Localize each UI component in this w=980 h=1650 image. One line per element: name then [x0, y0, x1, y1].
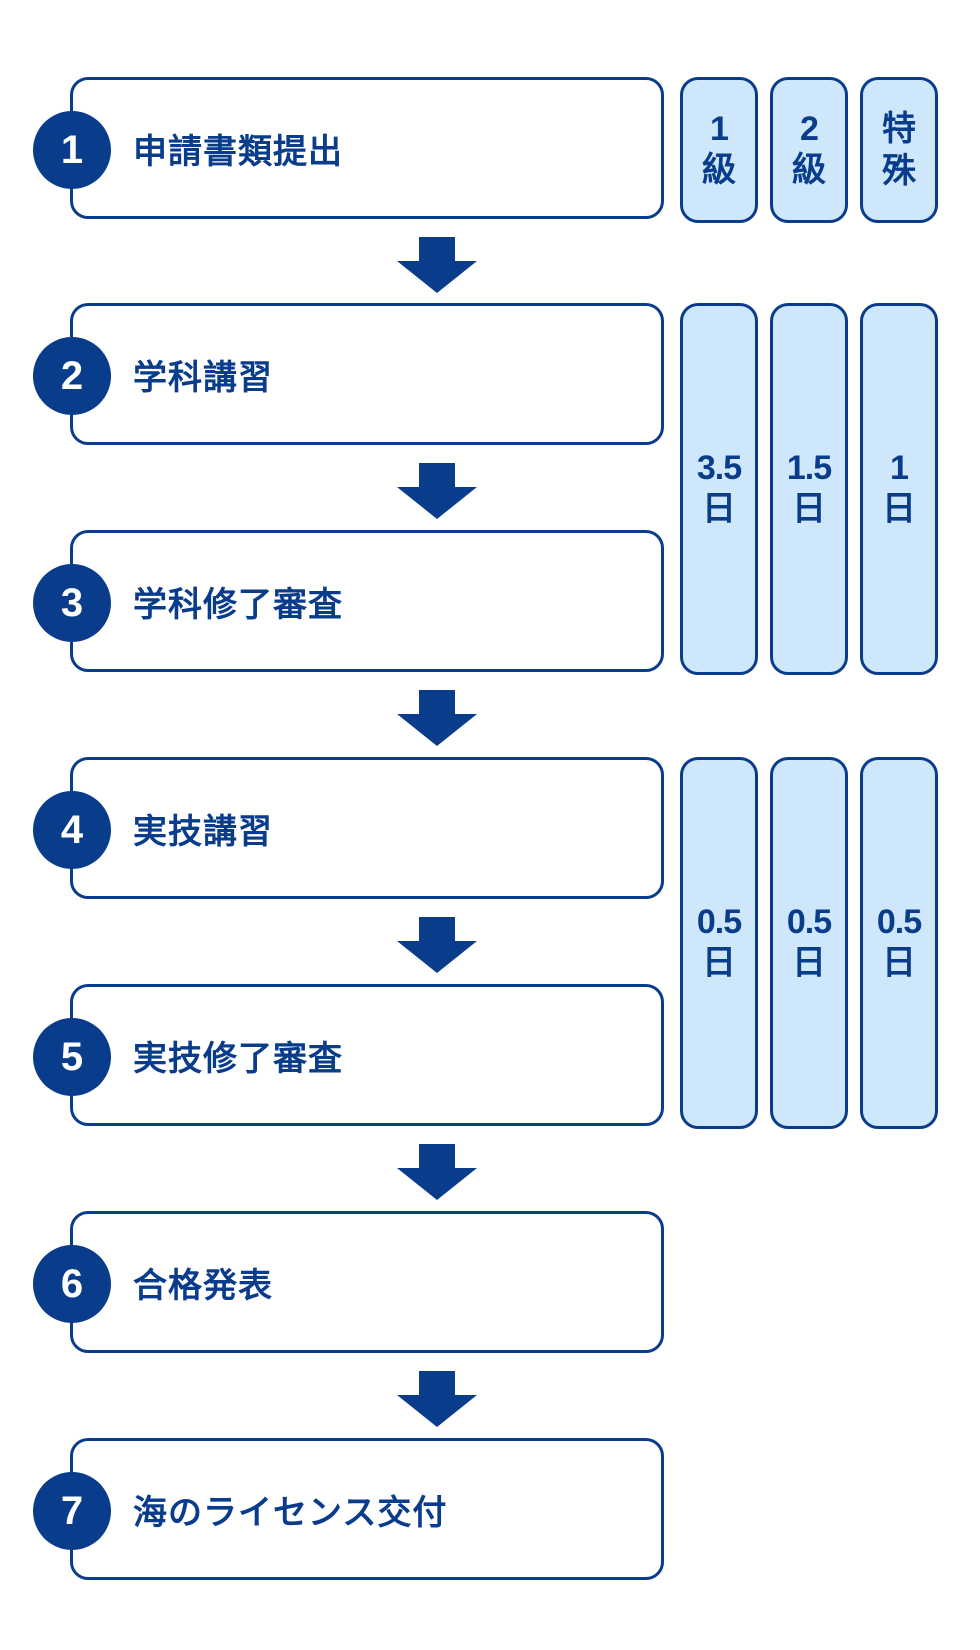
- license-class-special: 特 殊: [860, 77, 938, 223]
- step-box-5: 実技修了審査: [70, 984, 664, 1126]
- practical-days-class-2: 0.5 日: [770, 757, 848, 1129]
- academic-days-class-1: 3.5 日: [680, 303, 758, 675]
- license-class-2-top: 2: [800, 110, 819, 148]
- flow-arrow-6: [397, 1371, 477, 1427]
- academic-days-special-unit: 日: [882, 489, 916, 529]
- step-label-7: 海のライセンス交付: [133, 1492, 448, 1533]
- license-class-1: 1 級: [680, 77, 758, 223]
- flow-arrow-4: [397, 917, 477, 973]
- practical-days-class-1-value: 0.5: [696, 903, 742, 941]
- practical-days-special-unit: 日: [882, 943, 916, 983]
- step-label-1: 申請書類提出: [133, 131, 343, 172]
- practical-days-class-1-unit: 日: [702, 943, 736, 983]
- license-class-1-bottom: 級: [702, 150, 736, 190]
- step-number-1: 1: [33, 111, 111, 189]
- practical-days-special-value: 0.5: [876, 903, 922, 941]
- license-class-2: 2 級: [770, 77, 848, 223]
- academic-days-special: 1 日: [860, 303, 938, 675]
- academic-days-special-value: 1: [890, 449, 909, 487]
- academic-days-class-1-value: 3.5: [696, 449, 742, 487]
- step-label-5: 実技修了審査: [133, 1038, 343, 1079]
- step-number-6: 6: [33, 1245, 111, 1323]
- academic-days-class-2-value: 1.5: [786, 449, 832, 487]
- step-number-5: 5: [33, 1018, 111, 1096]
- step-label-3: 学科修了審査: [133, 584, 343, 625]
- step-box-4: 実技講習: [70, 757, 664, 899]
- flow-arrow-5: [397, 1144, 477, 1200]
- academic-days-class-1-unit: 日: [702, 489, 736, 529]
- step-number-4: 4: [33, 791, 111, 869]
- license-class-special-top: 特: [882, 109, 916, 149]
- step-box-6: 合格発表: [70, 1211, 664, 1353]
- step-number-7: 7: [33, 1472, 111, 1550]
- step-box-2: 学科講習: [70, 303, 664, 445]
- step-box-7: 海のライセンス交付: [70, 1438, 664, 1580]
- flow-arrow-3: [397, 690, 477, 746]
- academic-days-class-2-unit: 日: [792, 489, 826, 529]
- license-class-special-bottom: 殊: [882, 151, 916, 191]
- flow-arrow-2: [397, 463, 477, 519]
- step-box-3: 学科修了審査: [70, 530, 664, 672]
- license-class-2-bottom: 級: [792, 150, 826, 190]
- flow-arrow-1: [397, 237, 477, 293]
- practical-days-class-1: 0.5 日: [680, 757, 758, 1129]
- practical-days-class-2-unit: 日: [792, 943, 826, 983]
- step-box-1: 申請書類提出: [70, 77, 664, 219]
- step-label-2: 学科講習: [133, 357, 273, 398]
- step-number-2: 2: [33, 337, 111, 415]
- academic-days-class-2: 1.5 日: [770, 303, 848, 675]
- step-number-3: 3: [33, 564, 111, 642]
- step-label-4: 実技講習: [133, 811, 273, 852]
- step-label-6: 合格発表: [133, 1265, 273, 1306]
- practical-days-special: 0.5 日: [860, 757, 938, 1129]
- practical-days-class-2-value: 0.5: [786, 903, 832, 941]
- license-class-1-top: 1: [710, 110, 729, 148]
